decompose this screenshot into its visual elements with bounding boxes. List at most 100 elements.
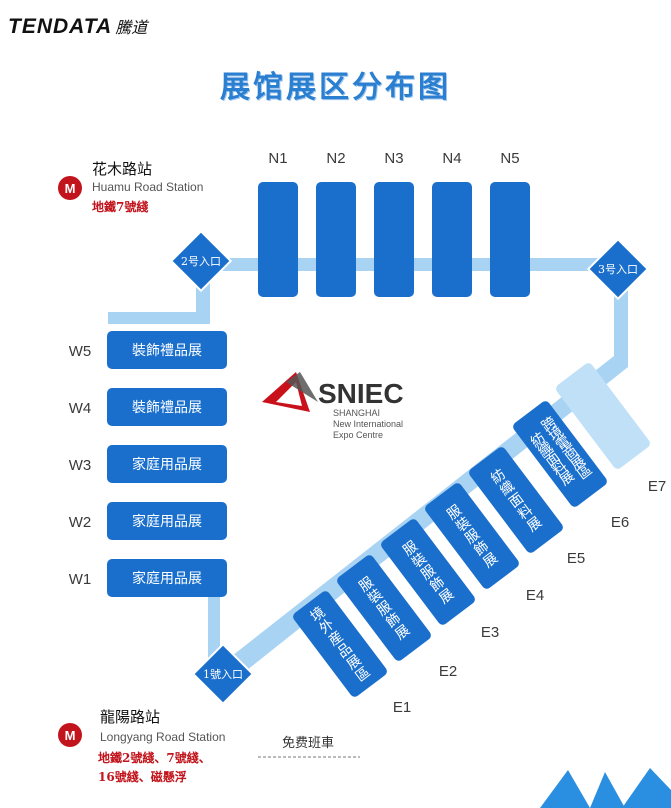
walkway-west [208,590,220,660]
station-longyang-cn: 龍陽路站 [100,708,160,726]
hall-block [107,445,227,483]
hall-code: E1 [393,699,411,716]
hall-w4[interactable]: W4 裝飾禮品展 [69,388,227,426]
sniec-logo-mark-grey [286,372,318,402]
station-huamu-cn: 花木路站 [92,160,152,178]
station-huamu: M 花木路站 Huamu Road Station 地鐵7號綫 [58,160,203,214]
hall-w2[interactable]: W2 家庭用品展 [69,502,227,540]
station-huamu-line: 地鐵7號綫 [92,199,148,214]
station-longyang-line2: 16號綫、磁懸浮 [98,769,187,784]
hall-name: 裝飾禮品展 [132,400,202,416]
gate-2-label: 2号入口 [181,255,221,268]
hall-n4[interactable]: N4 [432,150,472,297]
hall-code: N2 [326,150,345,167]
hall-block [258,182,298,297]
hall-block [469,447,563,553]
hall-block [432,182,472,297]
gate-3-marker [586,237,650,301]
sniec-logo: SNIEC SHANGHAI New International Expo Ce… [262,372,404,440]
sniec-logo-mark-inner [276,382,302,406]
hall-name: 裝飾禮品展 [132,343,202,359]
hall-name: 家庭用品展 [132,570,202,587]
station-longyang-en: Longyang Road Station [100,730,225,744]
gate-2-marker [169,229,233,293]
hall-block [107,388,227,426]
hall-block [107,331,227,369]
hall-code: N3 [384,150,403,167]
north-halls: N1 N2 N3 N4 N5 [258,150,530,297]
decor-shape [540,770,590,808]
hall-name: 家庭用品展 [132,456,202,473]
hall-w1[interactable]: W1 家庭用品展 [69,559,227,597]
hall-block [107,559,227,597]
hall-code: W1 [69,571,92,588]
hall-n5[interactable]: N5 [490,150,530,297]
station-huamu-en: Huamu Road Station [92,180,203,194]
page-title: 展馆展区分布图 [220,70,451,105]
hall-block [337,555,431,661]
decor-shape [590,772,625,808]
hall-block [425,483,519,589]
hall-e7[interactable]: E7 [554,361,666,495]
hall-code: N5 [500,150,519,167]
shuttle-label: 免费班車 [282,736,334,751]
gate-1[interactable]: 1號入口 [191,642,255,706]
sniec-name: SNIEC [318,378,404,409]
hall-block [490,182,530,297]
hall-name: 家庭用品展 [132,513,202,530]
metro-glyph: M [65,728,76,743]
gate-3-label: 3号入口 [598,263,638,276]
west-halls: W5 裝飾禮品展 W4 裝飾禮品展 W3 家庭用品展 W2 家庭用品展 W1 家庭用品展 [69,331,227,597]
hall-w3[interactable]: W3 家庭用品展 [69,445,227,483]
hall-code: E4 [526,587,544,604]
gate-3[interactable]: 3号入口 [586,237,650,301]
hall-w5[interactable]: W5 裝飾禮品展 [69,331,227,369]
hall-block [316,182,356,297]
sniec-line1: SHANGHAI [333,408,380,418]
gate-1-marker [191,642,255,706]
gate-1-label: 1號入口 [203,668,243,681]
hall-n3[interactable]: N3 [374,150,414,297]
hall-code: W4 [69,400,92,417]
station-longyang: M 龍陽路站 Longyang Road Station 地鐵2號綫、7號綫、 … [58,708,225,784]
hall-code: N1 [268,150,287,167]
hall-code: W3 [69,457,92,474]
hall-block [293,591,387,697]
hall-code: W2 [69,514,92,531]
hall-n2[interactable]: N2 [316,150,356,297]
logo-mark: TENDATA [8,15,113,38]
hall-block [381,519,475,625]
gate-2[interactable]: 2号入口 [169,229,233,293]
station-longyang-line1: 地鐵2號綫、7號綫、 [98,750,211,765]
walkway-west-top [108,312,208,324]
logo-cn: 騰道 [115,18,148,37]
hall-block [556,363,650,469]
decor-shape [622,768,671,808]
hall-code: W5 [69,343,92,360]
hall-code: E3 [481,624,499,641]
hall-block [513,401,607,507]
metro-icon [58,723,82,747]
hall-n1[interactable]: N1 [258,150,298,297]
hall-code: E5 [567,550,585,567]
hall-block [107,502,227,540]
sniec-line3: Expo Centre [333,430,383,440]
metro-icon [58,176,82,200]
hall-body [556,363,650,469]
hall-code: N4 [442,150,461,167]
metro-glyph: M [65,181,76,196]
